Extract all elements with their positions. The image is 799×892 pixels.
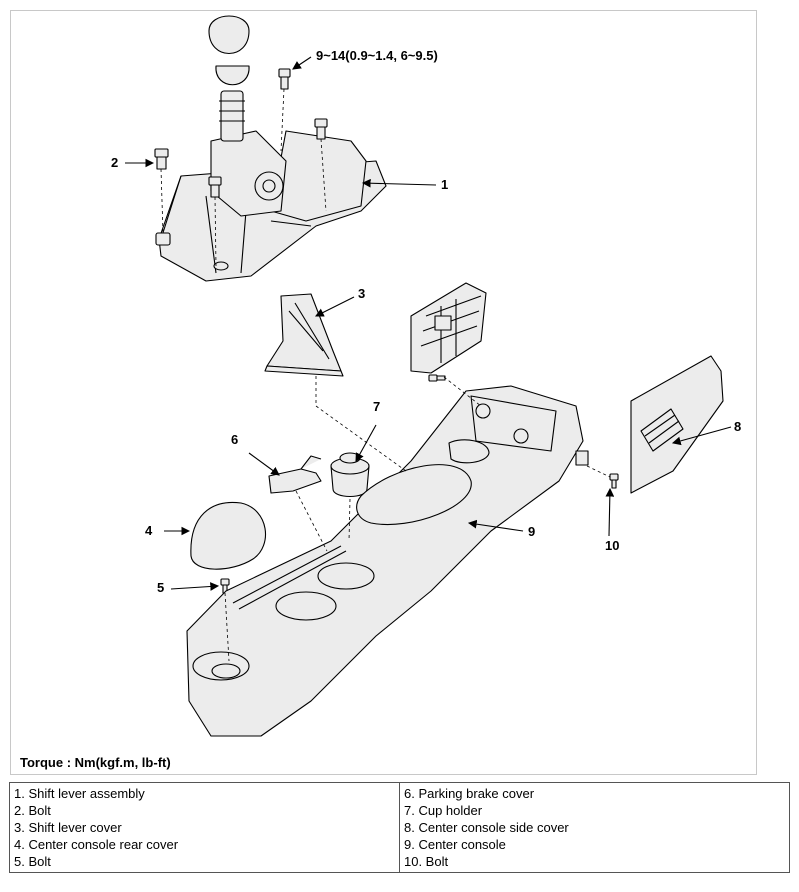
bolt-2	[154, 148, 169, 170]
callout-6: 6	[231, 432, 239, 447]
legend-column-left: 1. Shift lever assembly 2. Bolt 3. Shift…	[9, 782, 400, 873]
callout-10: 10	[605, 538, 620, 553]
legend-row: 1. Shift lever assembly 2. Bolt 3. Shift…	[9, 782, 790, 873]
legend-item-9: 9. Center console	[404, 837, 506, 852]
callout-7: 7	[373, 399, 381, 414]
torque-spec-label: 9~14(0.9~1.4, 6~9.5)	[316, 48, 438, 63]
callout-2: 2	[111, 155, 119, 170]
bolt-assembly-center	[208, 176, 222, 198]
parking-brake-cover	[268, 455, 322, 494]
bolt-side-panel	[428, 374, 446, 382]
shift-lever-cover	[264, 293, 344, 377]
callout-9: 9	[528, 524, 536, 539]
callout-1: 1	[441, 177, 449, 192]
cup-holder	[330, 452, 370, 498]
legend-item-10: 10. Bolt	[404, 854, 449, 869]
legend-item-6: 6. Parking brake cover	[404, 786, 535, 801]
parts-legend-table: 1. Shift lever assembly 2. Bolt 3. Shift…	[9, 782, 790, 873]
callout-8: 8	[734, 419, 742, 434]
center-console	[186, 385, 589, 737]
callout-5: 5	[157, 580, 165, 595]
callout-3: 3	[358, 286, 366, 301]
side-panel-upper	[410, 282, 487, 374]
center-console-rear-cover	[190, 501, 267, 570]
exploded-view-drawing	[125, 15, 732, 737]
legend-item-8: 8. Center console side cover	[404, 820, 569, 835]
legend-item-7: 7. Cup holder	[404, 803, 483, 818]
legend-column-right: 6. Parking brake cover 7. Cup holder 8. …	[399, 782, 790, 873]
bolt-5	[220, 578, 230, 594]
legend-item-4: 4. Center console rear cover	[14, 837, 179, 852]
bolt-assembly-top	[278, 68, 291, 90]
bolt-assembly-right	[314, 118, 328, 140]
center-console-side-cover	[630, 355, 724, 494]
torque-units-note: Torque : Nm(kgf.m, lb-ft)	[20, 755, 171, 770]
callout-4: 4	[145, 523, 153, 538]
legend-item-1: 1. Shift lever assembly	[14, 786, 145, 801]
assembly-guide-lines	[160, 88, 611, 662]
legend-item-3: 3. Shift lever cover	[14, 820, 122, 835]
bolt-10	[609, 473, 619, 489]
legend-item-5: 5. Bolt	[14, 854, 51, 869]
legend-item-2: 2. Bolt	[14, 803, 51, 818]
leader-lines	[125, 56, 732, 591]
diagram-frame: 1 2 3 4 5 6 7 8 9 10 9~14(0.9~1.4, 6~9.5…	[10, 10, 757, 775]
